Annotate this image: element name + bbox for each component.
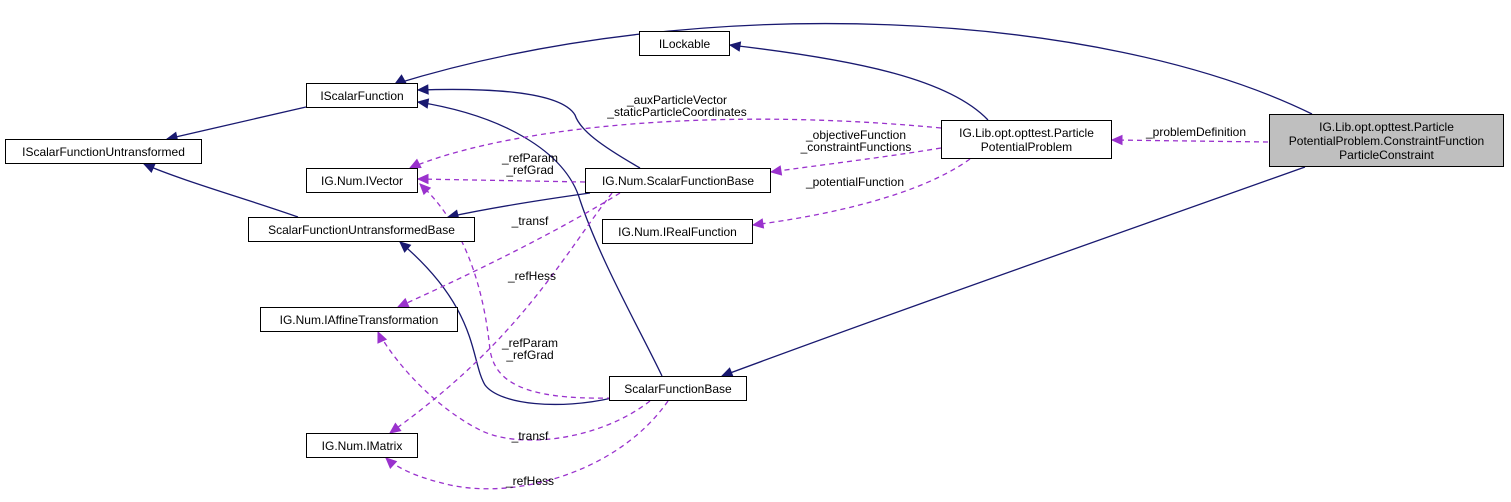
edge-ppp-to-ivector [409,118,942,169]
edge-label-line: _refGrad [506,163,554,177]
edge-sfb-to-untransformedbase-arrowhead [399,241,412,253]
edge-label-problem-definition: _problemDefinition [1136,126,1256,138]
node-label-line: IG.Num.ScalarFunctionBase [601,173,755,188]
edge-numsfb-to-iscalarfunction [417,88,641,169]
edge-ppp-to-numsfb [770,147,942,173]
edge-label-line: _refGrad [506,348,554,362]
edge-label-line: _potentialFunction [805,175,905,189]
node-iaffinetransformation[interactable]: IG.Num.IAffineTransformation [260,307,458,332]
edge-label-line: _auxParticleVector [626,93,728,107]
edge-constraint-to-ppp [1111,139,1269,143]
edge-ppp-to-irealfunction [752,158,971,226]
node-scalarfunctionbase[interactable]: ScalarFunctionBase [609,376,747,401]
edge-ppp-to-ivector-arrowhead [408,158,422,169]
edge-label-refparam-refgrad-top: _refParam _refGrad [500,152,560,176]
edge-label-line: _refHess [505,474,555,488]
node-irealfunction[interactable]: IG.Num.IRealFunction [602,219,753,244]
edge-numsfb-to-imatrix [389,192,613,434]
node-scalarfunctionuntransformedbase[interactable]: ScalarFunctionUntransformedBase [248,217,475,242]
node-label-line: PotentialProblem.ConstraintFunction [1288,133,1485,148]
node-iscalarfunctionuntransformed[interactable]: IScalarFunctionUntransformed [5,139,202,164]
node-label-line: IG.Lib.opt.opttest.Particle [959,125,1094,140]
edge-numsfb-to-ivector [417,178,586,183]
edge-untransformedbase-to-untransformed [143,163,299,218]
node-label-line: IG.Num.IAffineTransformation [279,312,439,327]
edge-numsfb-to-iaffine-arrowhead [396,297,410,308]
edge-label-transf-top: _transf [505,215,555,227]
node-scalarfunctionbase-num[interactable]: IG.Num.ScalarFunctionBase [585,168,771,193]
edge-label-line: _transf [511,429,549,443]
edge-label-line: _objectiveFunction [805,128,907,142]
node-label-line: ScalarFunctionBase [624,381,732,396]
edge-label-refparam-refgrad-bottom: _refParam _refGrad [500,337,560,361]
node-ilockable[interactable]: ILockable [639,31,730,56]
edge-sfb-to-iaffine [377,331,651,441]
node-label-line: IG.Lib.opt.opttest.Particle [1319,119,1454,134]
edge-numsfb-to-ivector-arrowhead [416,173,429,185]
edge-label-refhess-top: _refHess [502,270,562,282]
edge-label-line: _constraintFunctions [800,140,912,154]
edge-sfb-to-imatrix [385,400,669,490]
edge-label-line: _staticParticleCoordinates [607,105,747,119]
edge-numsfb-to-iscalarfunction-arrowhead [416,84,429,95]
edge-label-transf-bottom: _transf [505,430,555,442]
edge-iscalarfunction-to-untransformed [166,106,307,140]
edge-label-potential-function: _potentialFunction [795,176,915,188]
edge-label-line: _refHess [507,269,557,283]
node-label-line: IG.Num.IMatrix [321,438,403,453]
edge-label-line: _transf [511,214,549,228]
node-label-line: IG.Num.IRealFunction [618,224,737,239]
edge-label-line: _problemDefinition [1145,125,1247,139]
edge-label-aux-static: _auxParticleVector _staticParticleCoordi… [597,94,757,118]
edge-untransformedbase-to-untransformed-arrowhead [142,163,156,174]
edge-numsfb-to-untransformedbase [447,192,591,218]
edge-constraint-to-scalarfunctionbase [721,166,1306,377]
node-imatrix[interactable]: IG.Num.IMatrix [306,433,418,458]
edge-ppp-to-irealfunction-arrowhead [751,218,765,229]
edge-label-refhess-bottom: _refHess [500,475,560,487]
edge-ppp-to-ilockable-arrowhead [728,41,742,52]
edge-sfb-to-iscalarfunction-arrowhead [416,98,430,109]
node-label-line: ParticleConstraint [1339,147,1434,162]
node-label-line: ScalarFunctionUntransformedBase [268,222,455,237]
node-label-line: IG.Num.IVector [320,173,404,188]
node-label-line: IScalarFunctionUntransformed [22,144,185,159]
edge-numsfb-to-imatrix-arrowhead [389,422,402,434]
edge-constraint-to-iscalarfunction [394,22,1313,115]
node-iscalarfunction[interactable]: IScalarFunction [306,83,418,108]
edge-constraint-to-ppp-arrowhead [1110,134,1123,146]
node-particlepotentialproblem[interactable]: IG.Lib.opt.opttest.Particle PotentialPro… [941,120,1112,159]
edge-sfb-to-imatrix-arrowhead [385,457,398,469]
edge-sfb-to-ivector-arrowhead [419,183,432,196]
edge-sfb-to-untransformedbase [399,241,613,406]
edge-ppp-to-ilockable [729,44,989,121]
edge-sfb-to-iaffine-arrowhead [377,330,388,344]
edge-label-line: _refParam [501,151,559,165]
node-ivector[interactable]: IG.Num.IVector [306,168,418,193]
edge-sfb-to-iscalarfunction [417,101,663,377]
edge-ppp-to-numsfb-arrowhead [769,165,783,176]
node-label-line: ILockable [658,36,711,51]
edge-label-objective-constraint: _objectiveFunction _constraintFunctions [791,129,921,153]
node-label-line: IScalarFunction [320,88,404,103]
edge-numsfb-to-iaffine [397,192,621,308]
node-particleconstraint[interactable]: IG.Lib.opt.opttest.Particle PotentialPro… [1269,114,1504,167]
edge-label-line: _refParam [501,336,559,350]
node-label-line: PotentialProblem [980,139,1073,154]
